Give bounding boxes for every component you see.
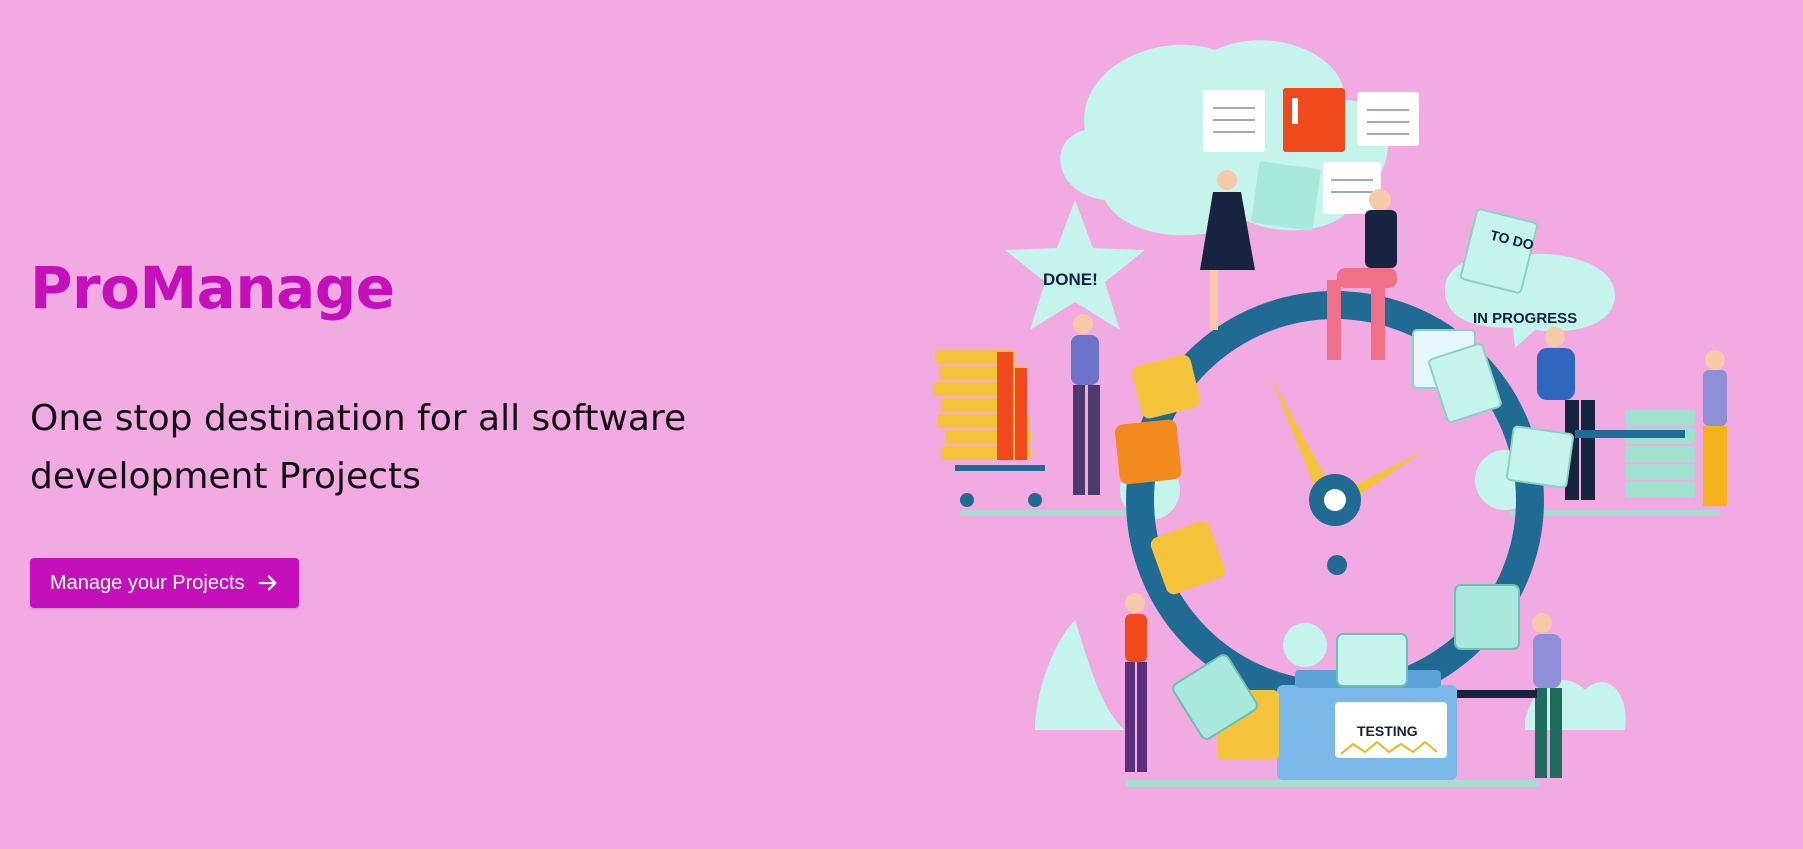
machine-input-box [1336,633,1408,687]
clock-center-hole [1324,489,1346,511]
testing-label: TESTING [1357,723,1418,739]
in-progress-stack [1625,410,1695,498]
tagline: One stop destination for all software de… [30,398,687,497]
person-bottom-right [1532,613,1562,778]
project-workflow-illustration: TO DO DONE! IN PROGRESS [925,30,1800,800]
checklist-orange [1115,419,1182,485]
note-white-3 [1323,162,1381,214]
testing-screen [1335,702,1447,758]
note-red [1283,88,1345,152]
note-white-2 [1357,92,1419,146]
conveyor-bar [1575,430,1685,438]
cart-wheel-left [960,493,974,507]
manage-projects-label: Manage your Projects [50,571,245,594]
in-progress-label: IN PROGRESS [1473,310,1577,327]
person-in-progress [1537,327,1595,500]
done-stack-accent [997,352,1027,460]
floor-right [1510,510,1720,516]
done-label: DONE! [1043,270,1098,289]
checklist-teal [1454,584,1520,650]
person-right-edge [1703,350,1727,506]
checklist-red-x [1172,654,1258,740]
checklist-gold-2 [1150,521,1226,595]
exclamation-mark-icon [1292,98,1298,124]
arrow-right-icon [258,575,277,591]
bottom-left-leaf [1035,620,1125,730]
done-star-blob [1005,200,1145,330]
person-top-right [1327,189,1397,360]
floor-left [960,510,1130,516]
gear-bottom [1283,623,1327,667]
machine-arm [1457,690,1537,698]
floor-bottom [1125,780,1540,787]
checklist-gold-1 [1132,354,1201,419]
clipboard-3 [1506,425,1574,489]
testing-chart-line [1340,740,1438,755]
brand-title: ProManage [30,254,395,322]
manage-projects-button[interactable]: Manage your Projects [30,558,299,608]
clipboard-2 [1428,343,1502,423]
clock-pendulum [1327,555,1347,575]
person-bottom-left [1125,593,1147,772]
todo-card [1460,208,1538,294]
workflow-illustration-svg: TO DO DONE! IN PROGRESS [933,40,1727,787]
person-done [1071,314,1100,495]
hero-section: ProManage One stop destination for all s… [30,248,790,608]
clock-hand-long [1270,375,1335,502]
note-mint [1251,161,1321,231]
person-top-left [1200,170,1255,330]
cart-wheel-right [1028,493,1042,507]
cart-base [955,465,1045,471]
